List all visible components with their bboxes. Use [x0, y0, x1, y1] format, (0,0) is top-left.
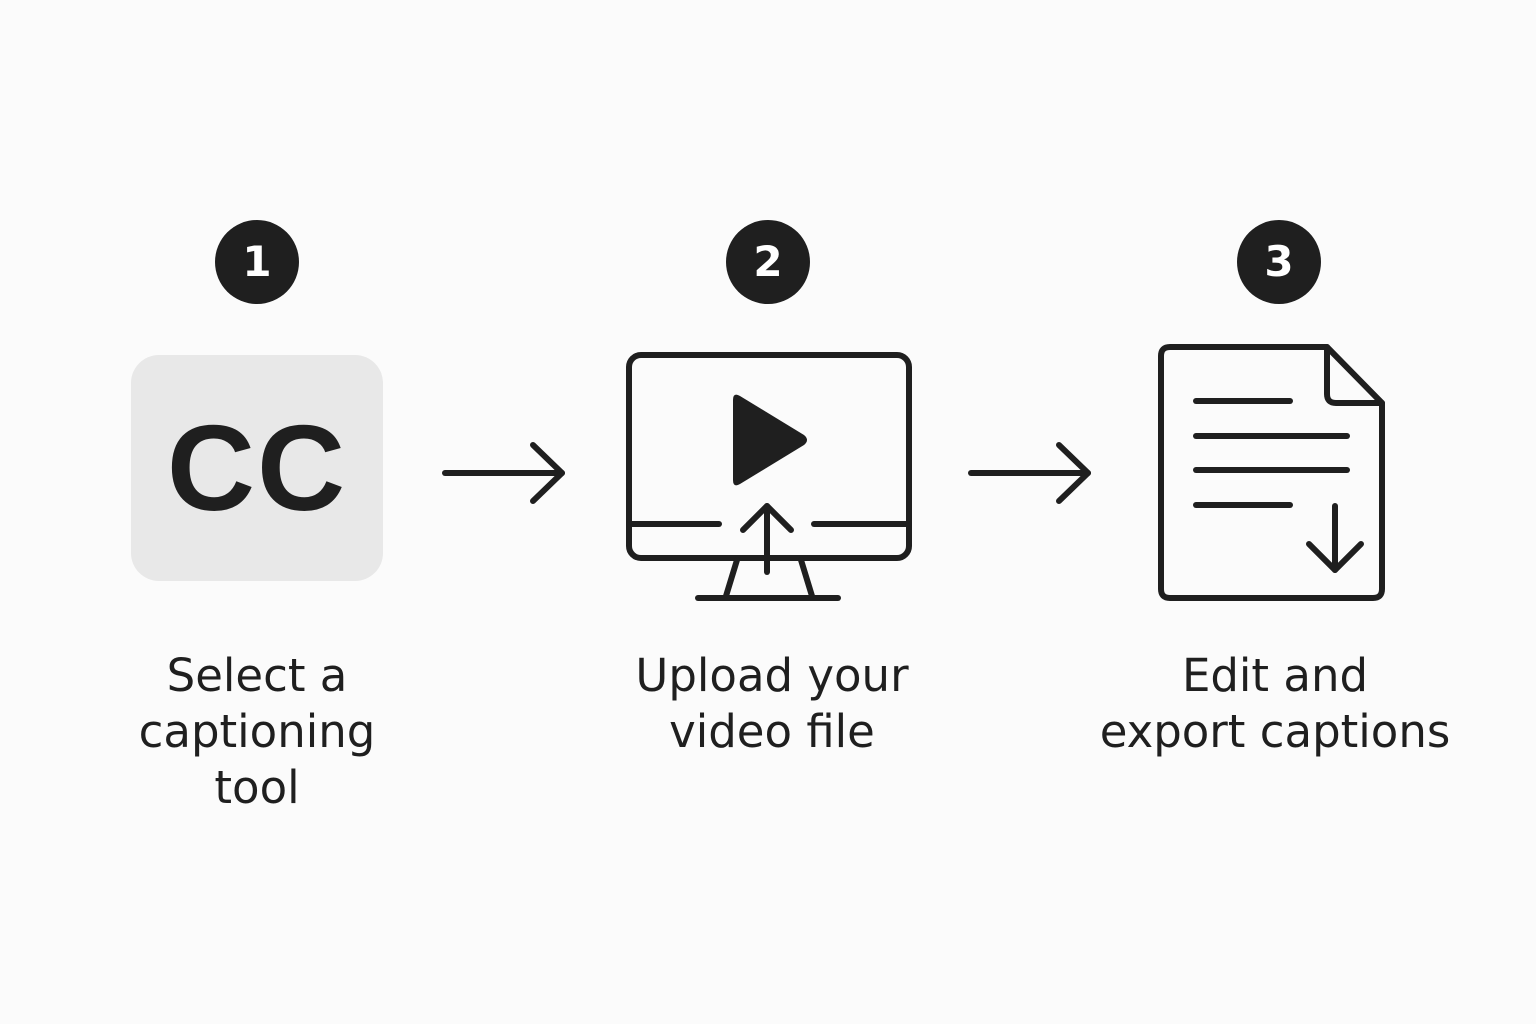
step-1-number-badge: 1 — [215, 220, 299, 304]
closed-captions-icon-text: CC — [166, 400, 348, 536]
step-2-label: Upload your video file — [562, 648, 982, 760]
arrow-right-icon — [442, 442, 565, 504]
step-1-label-line-2: captioning — [138, 705, 376, 758]
video-upload-monitor-icon — [626, 352, 912, 601]
step-3-label-line-2: export captions — [1099, 705, 1451, 758]
step-1-label-line-3: tool — [214, 761, 300, 814]
step-2-label-line-1: Upload your — [635, 649, 909, 702]
step-2-number-badge: 2 — [726, 220, 810, 304]
document-download-icon — [1158, 344, 1385, 601]
step-1-label-line-1: Select a — [166, 649, 348, 702]
step-3-label-line-1: Edit and — [1181, 649, 1369, 702]
step-2-label-line-2: video file — [669, 705, 875, 758]
step-1-label: Select a captioning tool — [47, 648, 467, 816]
closed-captions-icon: CC — [131, 355, 383, 581]
step-3-number-badge: 3 — [1237, 220, 1321, 304]
step-3-label: Edit and export captions — [1065, 648, 1485, 760]
arrow-right-icon — [968, 442, 1091, 504]
